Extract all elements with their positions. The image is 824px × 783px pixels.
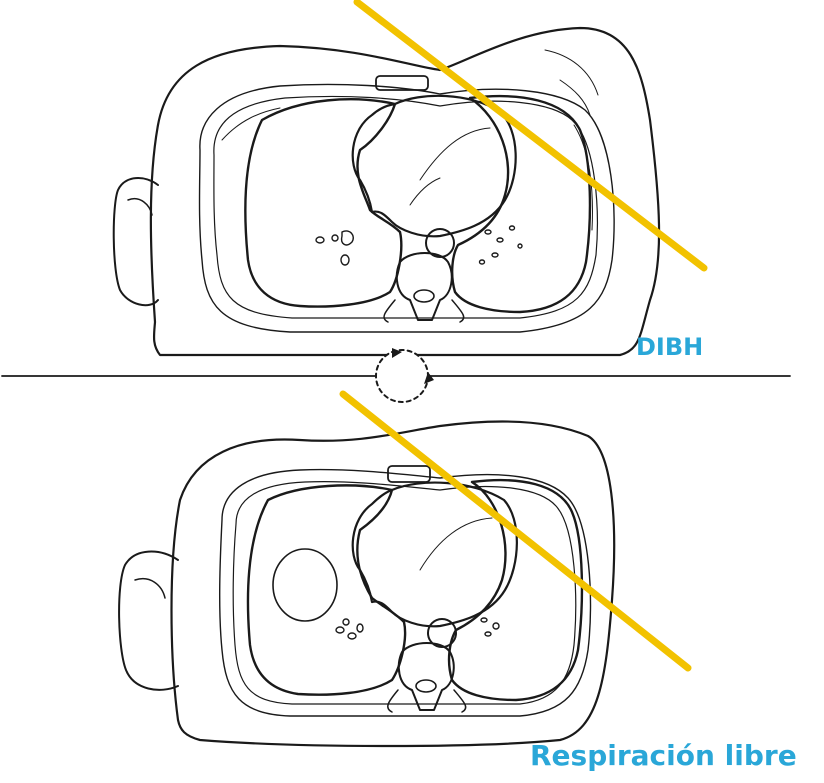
dibh-thorax-section	[114, 28, 659, 355]
dibh-vertebra	[397, 253, 452, 320]
dibh-body-outline	[151, 28, 659, 355]
free-breathing-label: Respiración libre	[530, 739, 797, 772]
free-left-lung	[449, 480, 582, 700]
dibh-label: DIBH	[636, 333, 703, 361]
free-right-lung	[248, 485, 405, 694]
free-arm	[119, 552, 178, 690]
free-bronchi	[336, 618, 499, 639]
free-lung-lesion	[273, 549, 337, 621]
dashed-circular-arrows-icon	[376, 350, 428, 402]
free-breathing-thorax-section	[119, 421, 614, 746]
free-vertebra	[399, 643, 454, 710]
dibh-right-lung	[245, 99, 401, 306]
free-breathing-beam-line	[343, 394, 688, 668]
dibh-bronchi	[316, 226, 522, 265]
